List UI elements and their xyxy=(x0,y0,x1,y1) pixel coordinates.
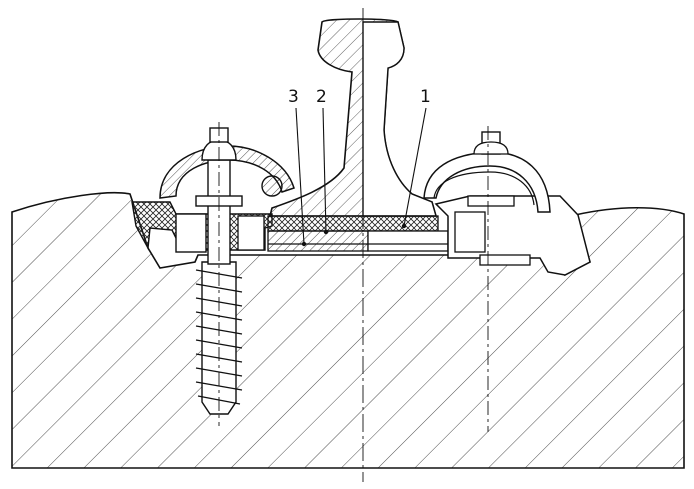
dowel-slot-right xyxy=(479,254,531,266)
guide-plate-inner xyxy=(237,215,265,251)
tension-clamp-right xyxy=(423,151,551,213)
washer-right xyxy=(467,195,515,207)
leader-line-1 xyxy=(403,107,427,227)
rail-pad-2 xyxy=(267,215,439,232)
angle-guide-plate xyxy=(175,213,207,253)
intermediate-plate-3 xyxy=(267,230,369,252)
leader-dot-3 xyxy=(301,241,307,247)
clamp-inner-right xyxy=(433,171,535,206)
plate-3-right xyxy=(367,230,449,252)
guide-block-right xyxy=(454,211,486,253)
leader-line-3 xyxy=(295,107,305,245)
leader-line-2 xyxy=(322,107,327,233)
callout-label-1: 1 xyxy=(420,87,431,107)
leader-dot-2 xyxy=(323,229,329,235)
rail-half-unsectioned xyxy=(362,21,437,217)
callout-label-2: 2 xyxy=(316,87,327,107)
screw-head-right xyxy=(473,141,509,155)
tension-clamp-left xyxy=(159,145,295,199)
leader-dot-1 xyxy=(401,223,407,229)
callout-label-3: 3 xyxy=(288,87,299,107)
clamp-end-left xyxy=(261,175,283,197)
